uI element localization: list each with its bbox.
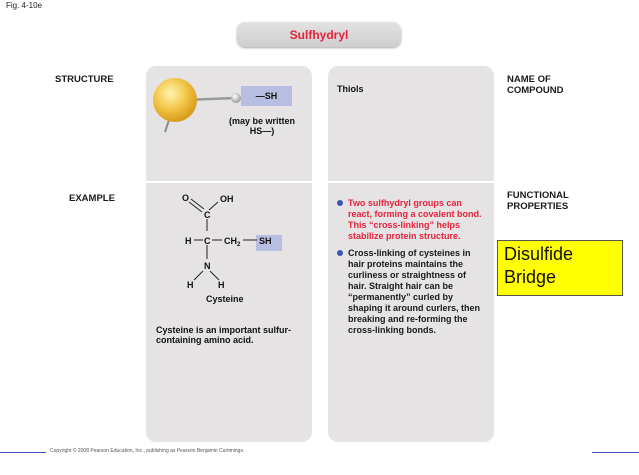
atom-c-carboxyl: C bbox=[204, 210, 211, 220]
footer-rule-right bbox=[592, 452, 639, 453]
atom-ch2-subscript: 2 bbox=[237, 242, 241, 248]
property-text: Two sulfhydryl groups can react, forming… bbox=[348, 198, 482, 241]
compound-name: Thiols bbox=[337, 84, 364, 94]
molecule-name: Cysteine bbox=[206, 294, 244, 304]
functional-properties-label: FUNCTIONAL PROPERTIES bbox=[507, 190, 569, 212]
atom-h-n-left: H bbox=[187, 280, 194, 290]
atom-h-n-right: H bbox=[218, 280, 225, 290]
bullet-icon bbox=[337, 200, 343, 206]
sh-group-box: —SH bbox=[241, 86, 292, 106]
functional-properties-list: Two sulfhydryl groups can react, forming… bbox=[337, 198, 487, 342]
structure-note: (may be written HS—) bbox=[228, 116, 295, 136]
sh-highlight bbox=[256, 235, 282, 251]
atom-ch2: CH bbox=[224, 236, 237, 246]
figure-label: Fig. 4-10e bbox=[6, 1, 43, 10]
cysteine-structure: O OH C H C CH2 SH N H H bbox=[182, 193, 272, 290]
right-panel bbox=[328, 66, 494, 442]
atom-h-alpha: H bbox=[185, 236, 192, 246]
property-item: Cross-linking of cysteines in hair prote… bbox=[337, 248, 487, 336]
atom-n: N bbox=[204, 261, 211, 271]
hydrogen-atom-icon bbox=[231, 93, 241, 103]
name-of-compound-label: NAME OF COMPOUND bbox=[507, 74, 564, 96]
example-description: Cysteine is an important sulfur-containi… bbox=[156, 325, 292, 345]
atom-oh: OH bbox=[220, 194, 234, 204]
right-panel-divider bbox=[328, 181, 494, 183]
atom-sh: SH bbox=[259, 236, 272, 246]
bullet-icon bbox=[337, 250, 343, 256]
atom-c-alpha: C bbox=[204, 236, 211, 246]
left-panel-divider bbox=[146, 181, 312, 183]
property-item: Two sulfhydryl groups can react, forming… bbox=[337, 198, 487, 242]
atom-o: O bbox=[182, 193, 189, 203]
sulfur-atom-icon bbox=[153, 78, 197, 122]
example-label: EXAMPLE bbox=[69, 193, 115, 204]
left-panel bbox=[146, 66, 312, 442]
disulfide-bridge-callout: Disulfide Bridge bbox=[497, 240, 623, 296]
copyright-text: Copyright © 2008 Pearson Education, Inc.… bbox=[50, 448, 245, 454]
footer-rule-left bbox=[0, 452, 46, 453]
svg-text:CH2: CH2 bbox=[224, 236, 241, 248]
structure-model-illustration bbox=[153, 78, 241, 133]
structure-label: STRUCTURE bbox=[55, 74, 114, 85]
property-text: Cross-linking of cysteines in hair prote… bbox=[348, 248, 481, 335]
functional-group-title: Sulfhydryl bbox=[237, 22, 401, 47]
